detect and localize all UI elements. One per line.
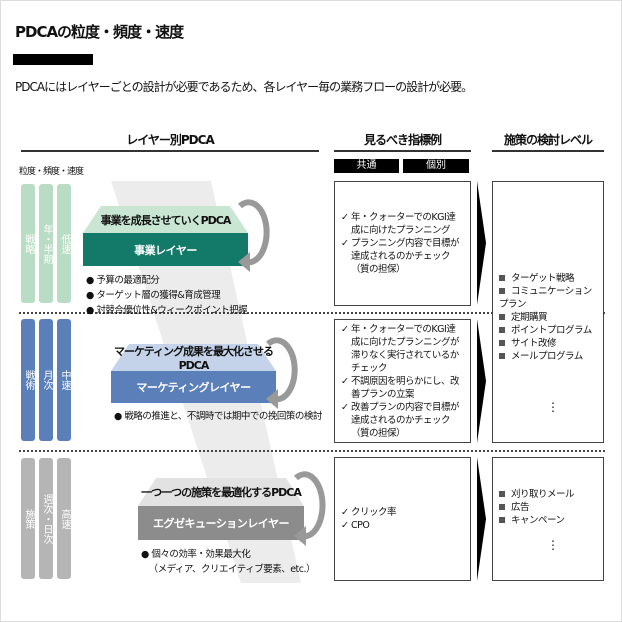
divider	[19, 312, 605, 314]
subtitle: PDCAにはレイヤーごとの設計が必要であるため、各レイヤー毎の業務フローの設計が…	[15, 80, 473, 94]
layer-name: エグゼキューションレイヤー	[138, 506, 304, 540]
cycle-arrow-icon	[293, 471, 326, 546]
action-item: キャンペーン	[499, 514, 597, 527]
row-label-pill: 週次・日次	[39, 458, 53, 579]
cycle-arrow-icon	[265, 337, 298, 409]
layer-bullets: ● 戦略の推進と、不調時では期中での挽回策の検討	[114, 409, 322, 424]
row-label-pill: 施策	[21, 458, 35, 579]
square-bullet-icon	[499, 327, 505, 333]
layer-bullet: ● 個々の効率・効果最大化	[141, 549, 251, 560]
layer-top-shape	[138, 478, 304, 506]
action-item: サイト改修	[499, 337, 597, 350]
metric-item: ✓ クリック率	[341, 507, 397, 518]
metric-item: ✓ 年・クォーターでのKGI達成に向けたプランニングが滞りなく実行されているかチ…	[341, 323, 460, 374]
square-bullet-icon	[499, 517, 505, 523]
layer-bullets: ● 個々の効率・効果最大化 （メディア、クリエイティブ要素、etc.）	[141, 547, 316, 577]
actions-box-2: 刈り取りメール広告キャンペーン ⋮	[492, 457, 604, 581]
row-label-pill: 中速	[57, 319, 71, 441]
layer-pdca-title: 一つ一つの施策を最適化するPDCA	[141, 486, 302, 499]
square-bullet-icon	[499, 314, 505, 320]
title-bar	[13, 54, 93, 65]
metric-item: ✓ 年・クォーターでのKGI達成に向けたプランニング	[341, 212, 456, 236]
tag-common: 共通	[334, 159, 399, 173]
square-bullet-icon	[499, 340, 505, 346]
row-label-pill: 低速	[57, 184, 71, 303]
arrow-right-icon	[477, 457, 486, 581]
layer-pdca-title: 事業を成長させていくPDCA	[100, 213, 232, 227]
layer-pdca-title: マーケティング成果を最大化させるPDCA	[113, 345, 274, 372]
action-item: 定期購買	[499, 311, 597, 324]
divider	[19, 450, 605, 452]
metric-item: ✓ 不調原因を明らかにし、改善プランの立案	[341, 375, 460, 400]
square-bullet-icon	[499, 353, 505, 359]
square-bullet-icon	[499, 491, 505, 497]
row-label-pill: 年・半期	[39, 184, 53, 303]
arrow-right-icon	[477, 319, 486, 443]
layer-bullet: ● ターゲット層の獲得&育成管理	[86, 290, 221, 301]
action-item: ターゲット戦略	[499, 272, 597, 285]
row-label-pill: 戦略	[21, 184, 35, 303]
layer-bullet: （メディア、クリエイティブ要素、etc.）	[148, 564, 316, 575]
layer-bullet: ● 戦略の推進と、不調時では期中での挽回策の検討	[114, 411, 322, 422]
action-item: 刈り取りメール	[499, 488, 597, 501]
metric-item: ✓ CPO	[341, 520, 370, 531]
layer-name: 事業レイヤー	[83, 233, 248, 266]
row-label-pill: 戦術	[21, 319, 35, 441]
square-bullet-icon	[499, 275, 505, 281]
cycle-arrow-icon	[237, 199, 270, 272]
layer-name: マーケティングレイヤー	[111, 371, 276, 403]
more-ellipsis: ⋮	[547, 400, 559, 414]
action-item: メールプログラム	[499, 350, 597, 363]
layer-top-shape	[111, 344, 276, 371]
metrics-box: ✓ 年・クォーターでのKGI達成に向けたプランニングが滞りなく実行されているかチ…	[334, 319, 471, 443]
granularity-label: 粒度・頻度・速度	[19, 167, 84, 177]
row-label-pill: 高速	[57, 458, 71, 579]
header-metrics: 見るべき指標例	[334, 131, 471, 152]
actions-box-1: ターゲット戦略コミュニケーションプラン定期購買ポイントプログラムサイト改修メール…	[492, 181, 604, 443]
action-item: ポイントプログラム	[499, 324, 597, 337]
square-bullet-icon	[499, 504, 505, 510]
metrics-box: ✓ クリック率 ✓ CPO	[334, 457, 471, 581]
tag-individual: 個別	[403, 159, 469, 173]
layer-bullet: ● 予算の最適配分	[86, 275, 160, 286]
page-title: PDCAの粒度・頻度・速度	[15, 23, 184, 41]
arrow-right-icon	[477, 181, 486, 305]
action-item: 広告	[499, 501, 597, 514]
square-bullet-icon	[499, 288, 505, 294]
header-actions: 施策の検討レベル	[492, 131, 604, 152]
more-ellipsis: ⋮	[547, 538, 559, 552]
metric-item: ✓ プランニング内容で目標が達成されるのかチェック（質の担保）	[341, 238, 460, 275]
header-layer-pdca: レイヤー別PDCA	[21, 131, 319, 152]
layer-bullets: ● 予算の最適配分 ● ターゲット層の獲得&育成管理 ● 対競合優位性&ウィークポイ…	[86, 273, 248, 318]
metric-item: ✓ 改善プランの内容で目標が達成されるのかチェック（質の担保）	[341, 401, 460, 439]
row-label-pill: 月次	[39, 319, 53, 441]
metrics-box: ✓ 年・クォーターでのKGI達成に向けたプランニング✓ プランニング内容で目標が…	[334, 181, 471, 306]
action-item: コミュニケーションプラン	[499, 286, 592, 310]
layer-top-shape	[83, 206, 248, 233]
layer-bullet: ● 対競合優位性&ウィークポイント把握	[86, 305, 248, 316]
